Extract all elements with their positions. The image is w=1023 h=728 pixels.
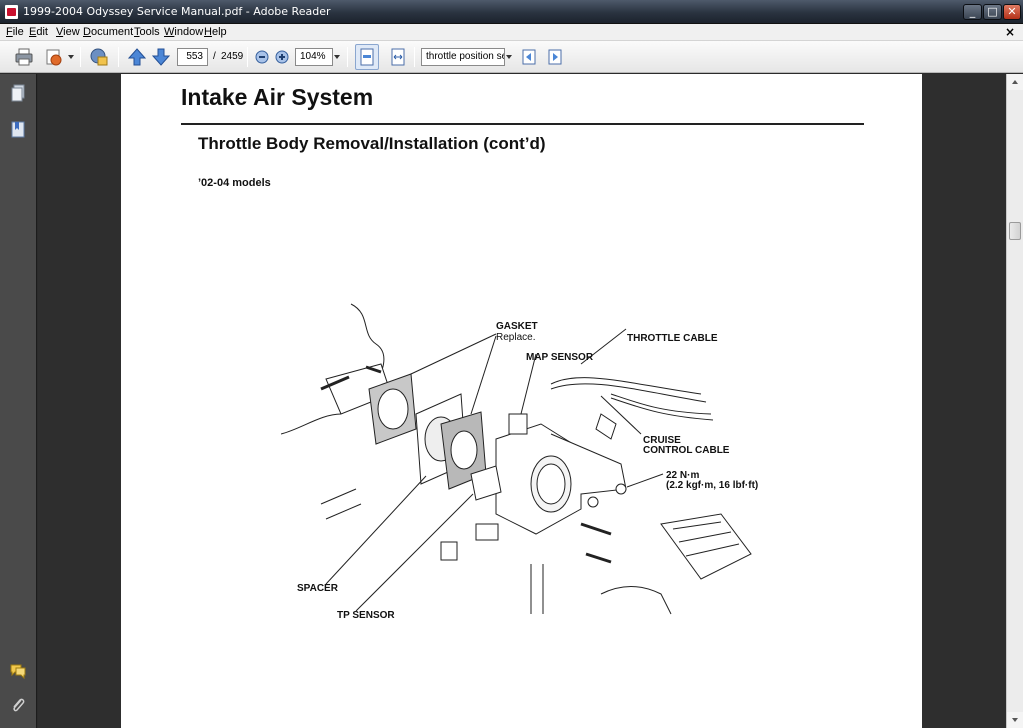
toolbar: 553 / 2459 104% throttle position <box>0 41 1023 73</box>
attachments-icon[interactable] <box>10 696 26 714</box>
toolbar-separator <box>247 47 248 67</box>
bolt <box>585 552 612 564</box>
label-spacer: SPACER <box>297 583 339 594</box>
label-torque: 22 N·m <box>666 470 699 481</box>
hose <box>320 488 362 520</box>
find-previous-icon[interactable] <box>519 47 539 67</box>
export-icon[interactable] <box>44 47 64 67</box>
minimize-button[interactable]: _ <box>963 4 982 20</box>
menu-edit[interactable]: Edit <box>29 26 48 38</box>
comments-icon[interactable] <box>10 662 26 680</box>
section-title: Throttle Body Removal/Installation (cont… <box>198 134 546 153</box>
toolbar-separator <box>118 47 119 67</box>
label-gasket: GASKET <box>496 321 538 332</box>
connector <box>595 413 617 440</box>
zoom-dropdown-icon[interactable] <box>334 55 340 59</box>
nut <box>615 483 627 495</box>
label-tp-sensor: TP SENSOR <box>337 610 395 621</box>
heading-rule <box>181 123 864 125</box>
previous-page-icon[interactable] <box>127 47 147 67</box>
adobe-reader-icon <box>5 5 18 19</box>
window-title: 1999-2004 Odyssey Service Manual.pdf - A… <box>23 5 331 18</box>
zoom-level-input[interactable]: 104% <box>295 48 333 66</box>
menu-window[interactable]: Window <box>164 26 204 38</box>
fit-page-icon <box>360 48 374 66</box>
page-number-input[interactable]: 553 <box>177 48 208 66</box>
collaborate-icon[interactable] <box>89 47 109 67</box>
throttle-body-diagram: GASKET Replace. MAP SENSOR THROTTLE CABL… <box>281 303 758 621</box>
vertical-scrollbar[interactable] <box>1006 74 1023 728</box>
find-next-icon[interactable] <box>545 47 565 67</box>
label-gasket-note: Replace. <box>496 332 535 343</box>
tp-sensor-part <box>470 465 502 501</box>
bolt <box>580 522 612 536</box>
menu-tools[interactable]: Tools <box>134 26 160 38</box>
label-map-sensor: MAP SENSOR <box>526 352 594 363</box>
pages-icon[interactable] <box>10 84 26 102</box>
print-icon[interactable] <box>14 47 34 67</box>
throttle-cable-line <box>550 377 702 395</box>
bolt-head <box>587 496 599 508</box>
pdf-page: Intake Air System Throttle Body Removal/… <box>121 74 922 728</box>
label-cruise: CRUISE <box>643 435 681 446</box>
toolbar-separator <box>414 47 415 67</box>
scrollbar-thumb[interactable] <box>1009 222 1021 240</box>
find-dropdown-icon[interactable] <box>506 55 512 59</box>
intake-duct <box>660 513 752 580</box>
scroll-up-icon[interactable] <box>1007 74 1023 90</box>
label-throttle-cable: THROTTLE CABLE <box>627 333 718 344</box>
connector-plug <box>440 541 458 561</box>
fit-page-button[interactable] <box>355 44 379 70</box>
menu-help[interactable]: Help <box>204 26 227 38</box>
document-viewport[interactable]: Intake Air System Throttle Body Removal/… <box>38 74 1006 728</box>
menu-document[interactable]: Document <box>83 26 134 38</box>
stud <box>365 365 382 374</box>
next-page-icon[interactable] <box>151 47 171 67</box>
zoom-in-icon[interactable] <box>272 47 292 67</box>
menu-view[interactable]: View <box>56 26 80 38</box>
stud <box>320 375 350 391</box>
fit-width-icon[interactable] <box>388 47 408 67</box>
model-note: ’02-04 models <box>198 177 271 189</box>
maximize-button[interactable]: □ <box>983 4 1002 20</box>
page-total: 2459 <box>221 51 244 62</box>
gasket-1-bore <box>377 388 409 430</box>
scroll-down-icon[interactable] <box>1007 712 1023 728</box>
toolbar-separator <box>347 47 348 67</box>
map-sensor-part <box>508 413 528 435</box>
toolbar-separator <box>80 47 81 67</box>
cable-bracket <box>550 433 627 495</box>
hose <box>530 564 544 614</box>
label-torque-note: (2.2 kgf·m, 16 lbf·ft) <box>666 480 758 491</box>
tp-sensor-connector <box>475 523 499 541</box>
export-dropdown-icon[interactable] <box>68 55 74 59</box>
close-window-button[interactable]: ✕ <box>1003 4 1021 20</box>
navigation-panel <box>0 74 37 728</box>
page-separator: / <box>213 51 216 62</box>
page-heading: Intake Air System <box>181 84 374 110</box>
find-input[interactable]: throttle position se <box>421 48 505 66</box>
bookmarks-icon[interactable] <box>10 120 26 138</box>
close-document-button[interactable]: × <box>1004 25 1015 39</box>
title-bar: 1999-2004 Odyssey Service Manual.pdf - A… <box>0 0 1023 24</box>
menu-bar: File Edit View Document Tools Window Hel… <box>0 24 1023 41</box>
label-control-cable: CONTROL CABLE <box>643 445 730 456</box>
hose <box>600 586 672 615</box>
zoom-out-icon[interactable] <box>252 47 272 67</box>
menu-file[interactable]: File <box>6 26 24 38</box>
gasket-2-bore <box>450 430 478 470</box>
